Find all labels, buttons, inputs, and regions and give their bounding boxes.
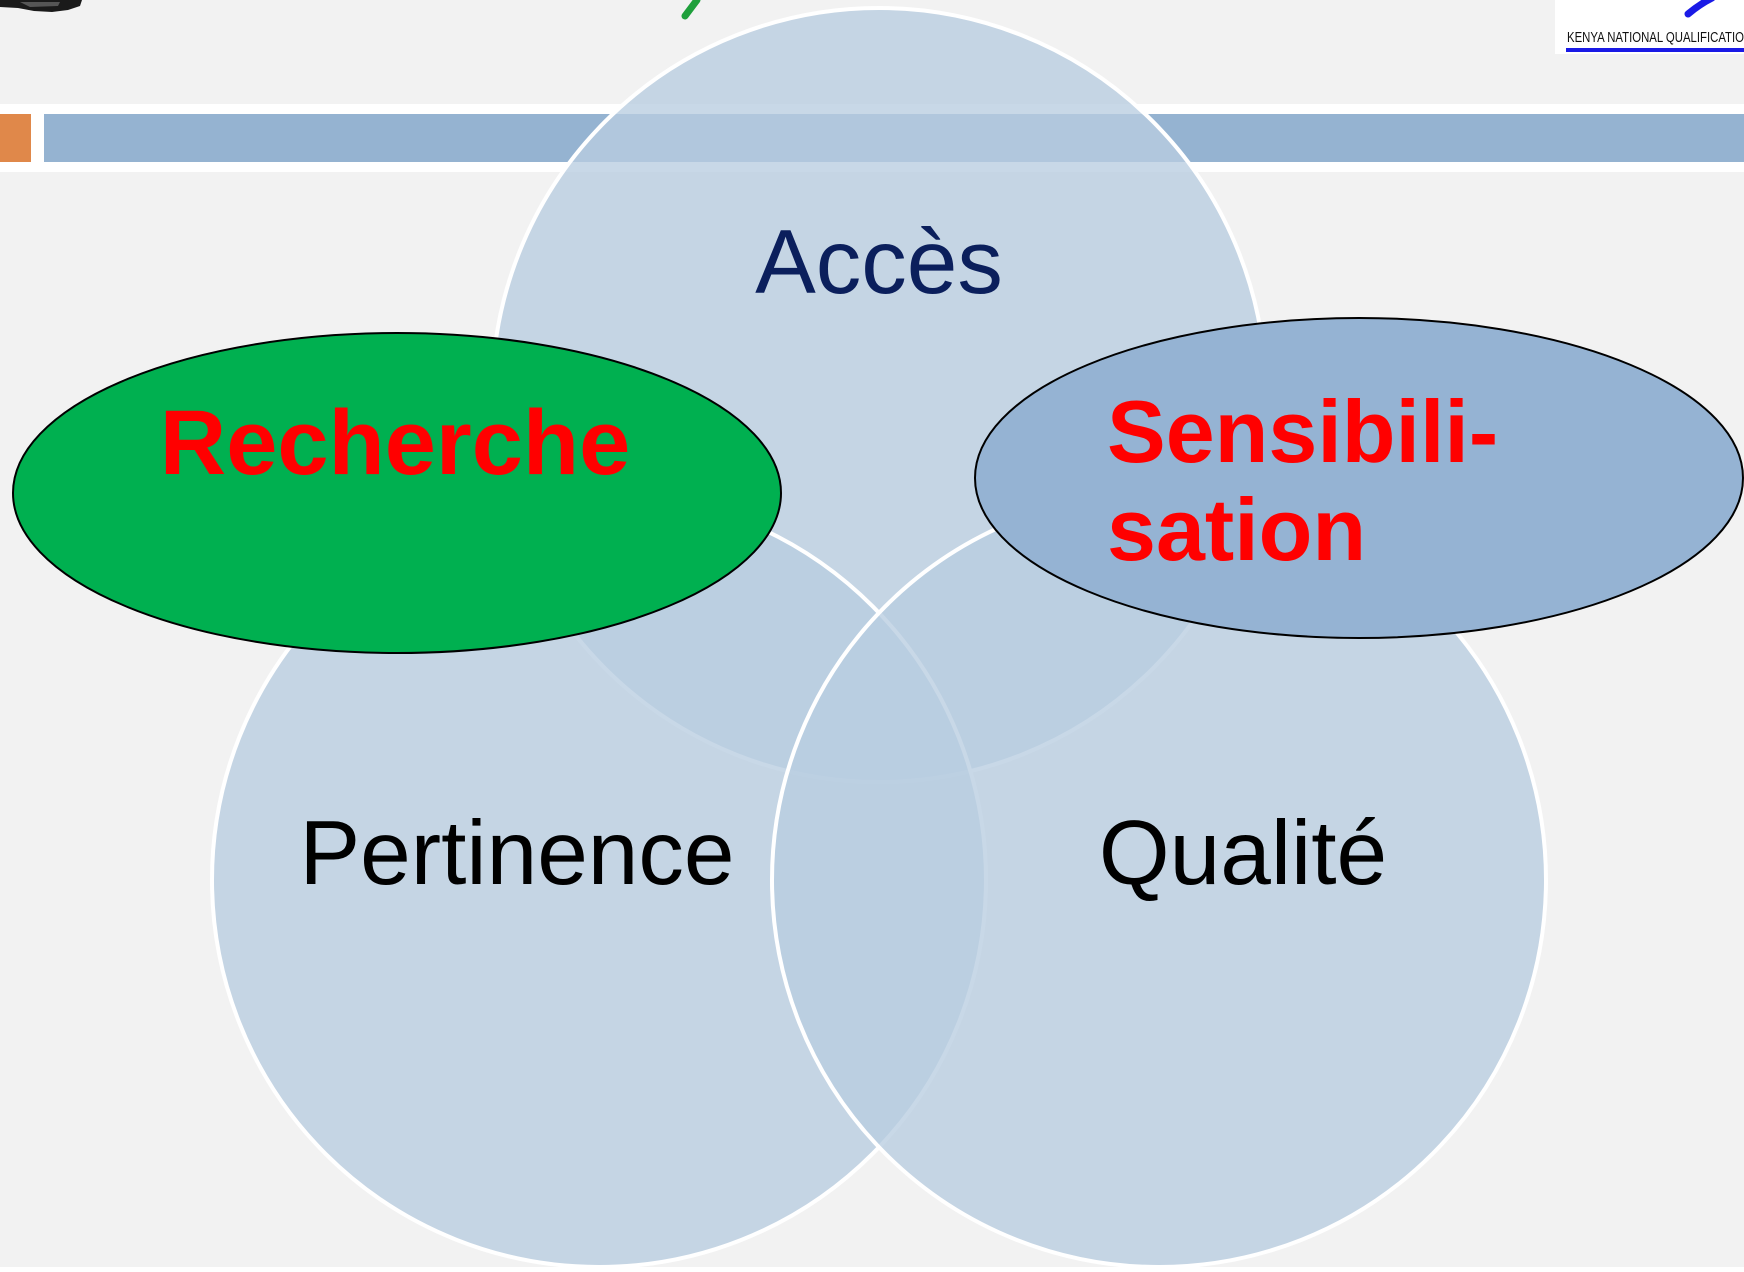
pertinence-label: Pertinence — [299, 803, 734, 904]
ellipse-sensibilisation — [974, 317, 1744, 639]
kenya-qualifications-logo: KENYA NATIONAL QUALIFICATIO — [1555, 0, 1744, 54]
recherche-label: Recherche — [160, 392, 630, 494]
ellipse-recherche — [12, 332, 782, 654]
sensibilisation-label-line1: Sensibili- — [1107, 382, 1498, 481]
sensibilisation-label-line2: sation — [1107, 480, 1366, 579]
header-accent-square — [0, 114, 31, 162]
green-stroke-mark — [681, 0, 701, 20]
acces-label: Accès — [755, 212, 1003, 313]
institution-logo-icon — [0, 0, 82, 12]
qualite-label: Qualité — [1099, 803, 1387, 904]
logo-text: KENYA NATIONAL QUALIFICATIO — [1567, 30, 1744, 46]
